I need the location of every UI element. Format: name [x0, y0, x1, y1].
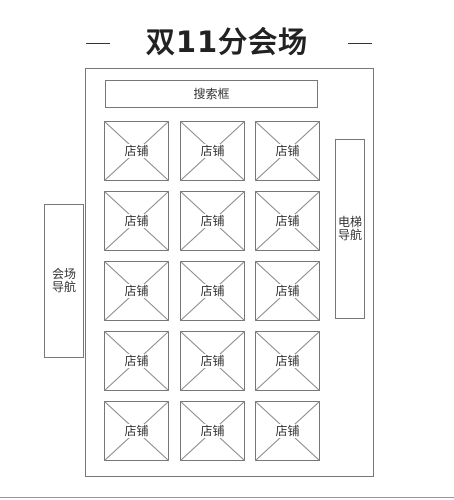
elevator-nav-label-line2: 导航 [337, 228, 362, 242]
image-placeholder-icon [180, 261, 245, 321]
store-label: 店铺 [274, 284, 301, 298]
store-placeholder[interactable]: 店铺 [255, 121, 320, 181]
store-label: 店铺 [123, 354, 150, 368]
venue-frame [85, 68, 374, 477]
store-label: 店铺 [274, 354, 301, 368]
store-placeholder[interactable]: 店铺 [180, 191, 245, 251]
store-placeholder[interactable]: 店铺 [104, 401, 169, 461]
store-label: 店铺 [199, 284, 226, 298]
store-placeholder[interactable]: 店铺 [180, 261, 245, 321]
image-placeholder-icon [104, 121, 169, 181]
image-placeholder-icon [104, 191, 169, 251]
store-placeholder[interactable]: 店铺 [180, 331, 245, 391]
store-placeholder[interactable]: 店铺 [104, 331, 169, 391]
store-label: 店铺 [123, 144, 150, 158]
store-label: 店铺 [199, 144, 226, 158]
store-placeholder[interactable]: 店铺 [104, 121, 169, 181]
store-label: 店铺 [123, 214, 150, 228]
store-label: 店铺 [199, 424, 226, 438]
store-placeholder[interactable]: 店铺 [180, 121, 245, 181]
store-label: 店铺 [199, 214, 226, 228]
page-title: 双11分会场 [145, 25, 309, 59]
store-placeholder[interactable]: 店铺 [255, 331, 320, 391]
image-placeholder-icon [255, 121, 320, 181]
venue-nav-label-line2: 导航 [51, 280, 76, 294]
store-placeholder[interactable]: 店铺 [180, 401, 245, 461]
venue-navigation[interactable]: 会场 导航 [44, 204, 84, 358]
store-placeholder[interactable]: 店铺 [255, 191, 320, 251]
store-label: 店铺 [274, 214, 301, 228]
elevator-navigation[interactable]: 电梯 导航 [335, 139, 365, 319]
title-left-dash [86, 43, 110, 44]
venue-nav-label-line1: 会场 [51, 267, 76, 281]
store-label: 店铺 [274, 144, 301, 158]
search-box[interactable]: 搜索框 [105, 80, 318, 108]
store-placeholder[interactable]: 店铺 [255, 401, 320, 461]
image-placeholder-icon [255, 401, 320, 461]
bottom-divider [0, 497, 454, 498]
store-label: 店铺 [123, 284, 150, 298]
store-label: 店铺 [199, 354, 226, 368]
store-label: 店铺 [123, 424, 150, 438]
elevator-nav-label-line1: 电梯 [337, 215, 362, 229]
store-placeholder[interactable]: 店铺 [104, 191, 169, 251]
store-placeholder[interactable]: 店铺 [104, 261, 169, 321]
store-placeholder[interactable]: 店铺 [255, 261, 320, 321]
store-label: 店铺 [274, 424, 301, 438]
title-right-dash [348, 43, 372, 44]
